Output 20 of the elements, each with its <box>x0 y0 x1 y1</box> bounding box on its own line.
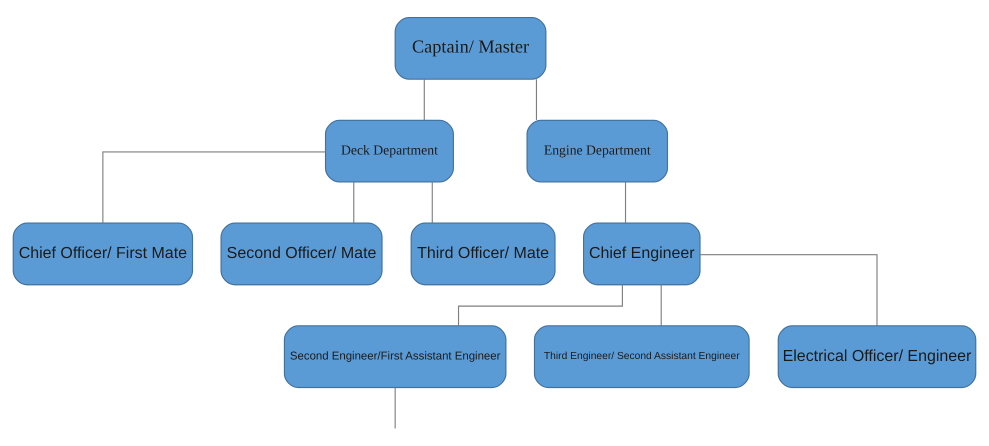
connector <box>660 284 662 326</box>
connector <box>700 254 878 326</box>
node-box: Deck Department <box>324 119 454 182</box>
connector <box>424 78 425 120</box>
node-box: Third Engineer/ Second Assistant Engineer <box>534 324 750 388</box>
connector <box>353 181 354 222</box>
connector <box>394 387 396 428</box>
node-box: Chief Engineer <box>582 222 701 285</box>
node-box: Engine Department <box>526 119 668 182</box>
connector <box>102 150 326 222</box>
node-box: Electrical Officer/ Engineer <box>778 324 976 388</box>
connector <box>536 78 538 120</box>
connector <box>432 181 433 222</box>
node-box: Captain/ Master <box>394 16 546 80</box>
node-box: Second Engineer/First Assistant Engineer <box>284 324 506 388</box>
connector <box>458 284 623 326</box>
connector <box>624 181 626 222</box>
node-box: Third Officer/ Mate <box>410 222 556 285</box>
node-box: Second Officer/ Mate <box>220 222 383 285</box>
node-box: Chief Officer/ First Mate <box>12 222 194 285</box>
